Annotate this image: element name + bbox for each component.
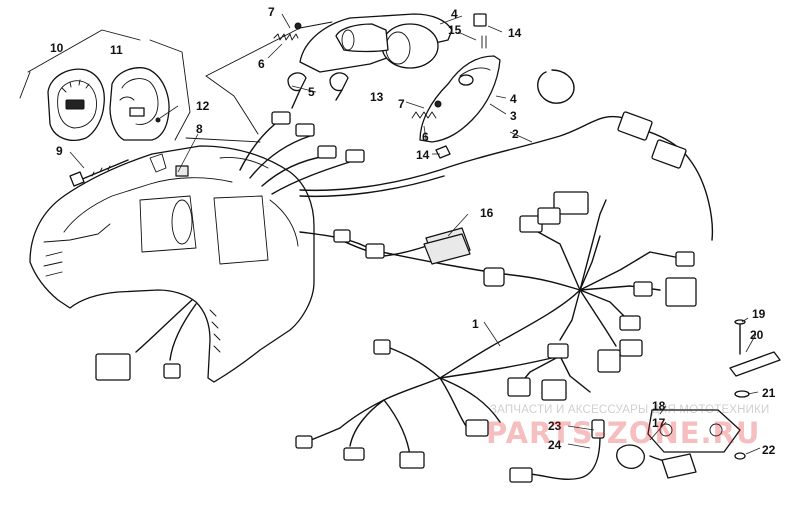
callout-19: 19 xyxy=(752,307,766,321)
control-module xyxy=(616,409,741,479)
callout-15: 15 xyxy=(448,23,462,37)
callout-17: 17 xyxy=(652,416,666,430)
callout-1: 1 xyxy=(472,317,479,331)
callout-7-lower: 7 xyxy=(398,97,405,111)
callout-7-upper: 7 xyxy=(268,5,275,19)
instrument-housing-upper xyxy=(299,13,453,73)
relay-module xyxy=(423,233,471,265)
callout-6-upper: 6 xyxy=(258,57,265,71)
grouping-lines xyxy=(19,21,333,143)
springs xyxy=(273,22,442,119)
bolt xyxy=(69,159,129,187)
callout-3: 3 xyxy=(510,109,517,123)
callout-22: 22 xyxy=(762,443,776,457)
retaining-ring xyxy=(537,69,575,104)
callout-20: 20 xyxy=(750,328,764,342)
callout-18: 18 xyxy=(652,399,666,413)
bulb-sockets xyxy=(287,72,349,109)
callout-16: 16 xyxy=(480,206,494,220)
callout-11: 11 xyxy=(110,43,123,57)
callout-4-upper: 4 xyxy=(451,7,458,21)
callout-24: 24 xyxy=(548,438,562,452)
gauge-cluster xyxy=(47,67,170,141)
callout-8: 8 xyxy=(196,122,203,136)
callout-2: 2 xyxy=(512,127,519,141)
callout-6-lower: 6 xyxy=(422,130,429,144)
callout-4-lower: 4 xyxy=(510,92,517,106)
callout-13: 13 xyxy=(370,90,384,104)
leader-lines xyxy=(69,13,761,455)
callout-9: 9 xyxy=(56,144,63,158)
callout-21: 21 xyxy=(762,386,776,400)
front-fairing xyxy=(29,145,315,383)
callout-5: 5 xyxy=(308,85,315,99)
callout-10: 10 xyxy=(50,41,64,55)
instrument-housing-lower xyxy=(419,55,501,143)
callout-23: 23 xyxy=(548,419,562,433)
clips xyxy=(435,13,487,159)
callout-14-upper: 14 xyxy=(508,26,522,40)
callout-14-lower: 14 xyxy=(416,148,430,162)
callout-12: 12 xyxy=(196,99,210,113)
